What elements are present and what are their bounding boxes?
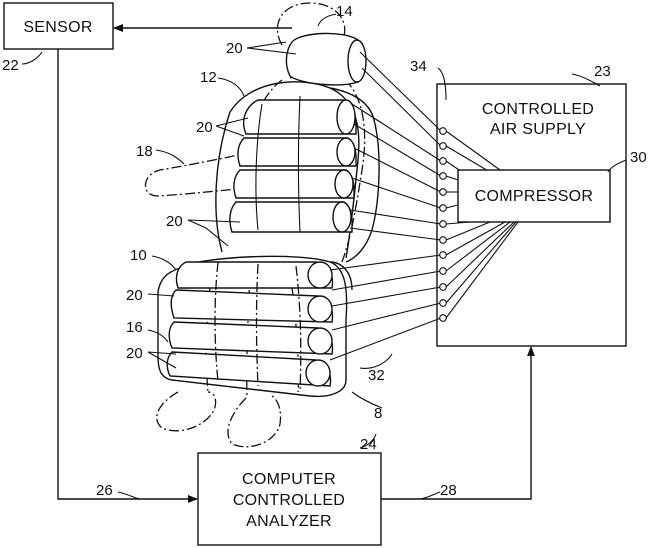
ref-12: 12 (200, 69, 217, 86)
analyzer-label-3: ANALYZER (246, 513, 332, 530)
ref-10: 10 (130, 247, 147, 264)
ref-28: 28 (440, 482, 457, 499)
ref-26: 26 (96, 482, 113, 499)
air-supply-label-2: AIR SUPPLY (490, 121, 586, 138)
ref-32: 32 (368, 367, 385, 384)
ref-24: 24 (360, 436, 377, 453)
leader-lines (22, 14, 626, 499)
ref-20-seat-upper: 20 (126, 287, 143, 304)
seat-cells (167, 262, 332, 392)
ref-20-head: 20 (226, 40, 243, 57)
ref-30: 30 (630, 149, 647, 166)
ref-22: 22 (2, 57, 19, 74)
air-supply-box: CONTROLLED AIR SUPPLY COMPRESSOR (437, 84, 626, 346)
back-cells (230, 96, 356, 232)
air-supply-label-1: CONTROLLED (482, 101, 594, 118)
ref-18: 18 (136, 143, 153, 160)
sensor-label: SENSOR (23, 19, 92, 36)
ref-8: 8 (374, 405, 382, 422)
seat-assembly (158, 33, 379, 396)
ref-16: 16 (126, 319, 143, 336)
ref-14: 14 (336, 3, 353, 20)
analyzer-label-1: COMPUTER (242, 471, 336, 488)
analyzer-box: COMPUTER CONTROLLED ANALYZER (198, 453, 381, 545)
compressor-label: COMPRESSOR (475, 188, 594, 205)
analyzer-label-2: CONTROLLED (233, 492, 345, 509)
headrest-cell (286, 33, 366, 84)
ref-23: 23 (594, 63, 611, 80)
sensor-box: SENSOR (4, 3, 113, 49)
ref-20-back-lower: 20 (166, 213, 183, 230)
ref-20-back-upper: 20 (196, 119, 213, 136)
ref-20-seat-lower: 20 (126, 345, 143, 362)
ref-34: 34 (410, 58, 427, 75)
port-column (440, 128, 447, 322)
